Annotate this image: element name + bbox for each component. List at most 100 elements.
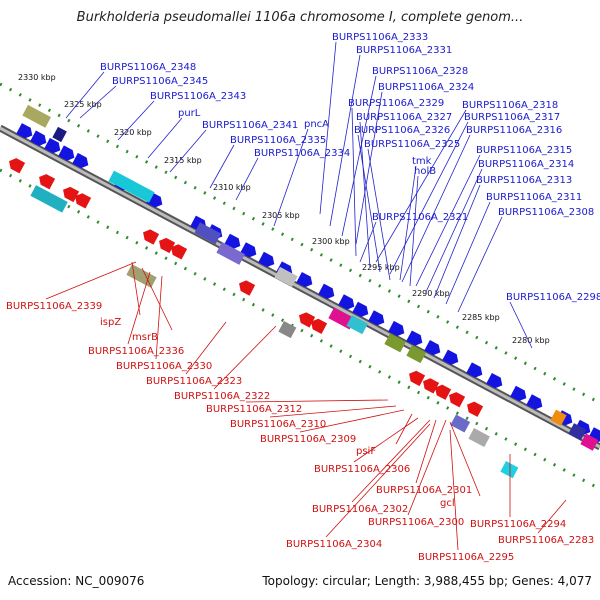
forward-strand-genes	[16, 123, 600, 443]
feature-box	[216, 242, 245, 265]
gene-label: BURPS1106A_2309	[260, 434, 356, 445]
leader-line	[213, 325, 277, 390]
leader-line	[45, 261, 137, 300]
gene-label: BURPS1106A_2311	[486, 192, 582, 203]
tick-label: 2310 kbp	[213, 183, 251, 192]
feature-box	[550, 409, 567, 426]
reverse-gene-arrow	[171, 244, 188, 260]
backbone	[0, 124, 600, 451]
gene-label: BURPS1106A_2323	[146, 376, 242, 387]
forward-gene-arrow	[466, 362, 483, 378]
forward-gene-arrow	[30, 130, 47, 146]
leader-line	[127, 271, 151, 345]
gene-label: BURPS1106A_2329	[348, 98, 444, 109]
forward-gene-arrow	[16, 123, 33, 139]
gene-label: BURPS1106A_2322	[174, 391, 270, 402]
leader-line	[433, 184, 481, 299]
leader-line	[537, 499, 567, 534]
forward-gene-arrow	[58, 145, 75, 161]
gene-label: gcl	[440, 498, 455, 509]
leader-line	[449, 421, 481, 497]
forward-gene-arrow	[424, 340, 441, 356]
leader-line	[415, 419, 437, 484]
gene-label: BURPS1106A_2328	[372, 66, 468, 77]
leader-line	[273, 128, 309, 227]
leader-line	[353, 417, 419, 463]
leader-line	[131, 261, 141, 316]
feature-box	[450, 414, 471, 433]
feature-box	[30, 185, 68, 213]
gene-label: BURPS1106A_2300	[368, 517, 464, 528]
leader-line	[245, 399, 389, 403]
gene-label: BURPS1106A_2326	[354, 125, 450, 136]
leader-line	[329, 54, 361, 227]
leader-line	[399, 165, 417, 281]
gene-label: psiF	[356, 446, 376, 457]
gene-label: BURPS1106A_2331	[356, 45, 452, 56]
leader-line	[445, 201, 491, 305]
reverse-gene-arrow	[409, 370, 426, 387]
tick-label: 2295 kbp	[362, 263, 400, 272]
gene-label: BURPS1106A_2295	[418, 552, 514, 563]
leader-line	[299, 409, 405, 433]
gene-label: BURPS1106A_2321	[372, 212, 468, 223]
leader-line	[355, 91, 383, 245]
reverse-gene-arrow	[467, 401, 484, 417]
feature-box	[108, 170, 155, 203]
feature-box	[22, 104, 51, 128]
reverse-gene-arrow	[39, 174, 56, 190]
leader-line	[147, 117, 183, 159]
tick-label: 2330 kbp	[18, 73, 56, 82]
leader-line	[155, 275, 163, 360]
reverse-gene-arrow	[75, 193, 92, 209]
tick-label: 2300 kbp	[312, 237, 350, 246]
forward-gene-arrow	[44, 137, 61, 154]
gene-label: BURPS1106A_2343	[150, 91, 246, 102]
forward-gene-arrow	[442, 349, 459, 365]
leader-line	[357, 134, 381, 273]
tick-label: 2325 kbp	[64, 100, 102, 109]
feature-box	[274, 266, 298, 287]
feature-box	[568, 423, 587, 441]
leader-line	[415, 154, 481, 287]
feature-box	[52, 126, 67, 143]
forward-gene-arrow	[352, 301, 369, 318]
gene-label: BURPS1106A_2306	[314, 464, 410, 475]
leader-line	[407, 419, 447, 516]
gene-label: BURPS1106A_2317	[464, 112, 560, 123]
reverse-gene-arrow	[143, 229, 160, 245]
gene-label: purL	[178, 108, 201, 119]
leader-line	[79, 85, 117, 119]
gene-label: tmk	[412, 156, 432, 167]
gene-label: pncA	[304, 119, 329, 130]
leader-line	[65, 71, 105, 119]
reverse-gene-arrow	[449, 392, 466, 408]
forward-gene-arrow	[72, 152, 89, 169]
tick-label: 2315 kbp	[164, 156, 202, 165]
gene-label: BURPS1106A_2318	[462, 100, 558, 111]
gene-label: BURPS1106A_2304	[286, 539, 382, 550]
gene-label: BURPS1106A_2335	[230, 135, 326, 146]
leader-line	[359, 221, 377, 263]
leader-line	[341, 75, 377, 237]
leader-line	[325, 423, 431, 538]
forward-gene-arrow	[240, 242, 257, 258]
tick-label: 2280 kbp	[512, 336, 550, 345]
reverse-gene-arrow	[159, 237, 176, 254]
forward-gene-arrow	[258, 251, 275, 268]
feature-box	[580, 433, 599, 451]
gene-label: BURPS1106A_2327	[356, 112, 452, 123]
leader-line	[409, 175, 419, 287]
leader-line	[367, 148, 391, 281]
gene-label: BURPS1106A_2298	[506, 292, 600, 303]
leader-line	[319, 41, 337, 215]
forward-gene-arrow	[318, 283, 335, 299]
leader-line	[117, 100, 155, 141]
feature-box	[194, 222, 222, 245]
reverse-gene-arrow	[239, 280, 256, 296]
leader-line	[269, 405, 397, 418]
forward-gene-arrow	[510, 385, 527, 402]
feature-box	[278, 320, 297, 339]
